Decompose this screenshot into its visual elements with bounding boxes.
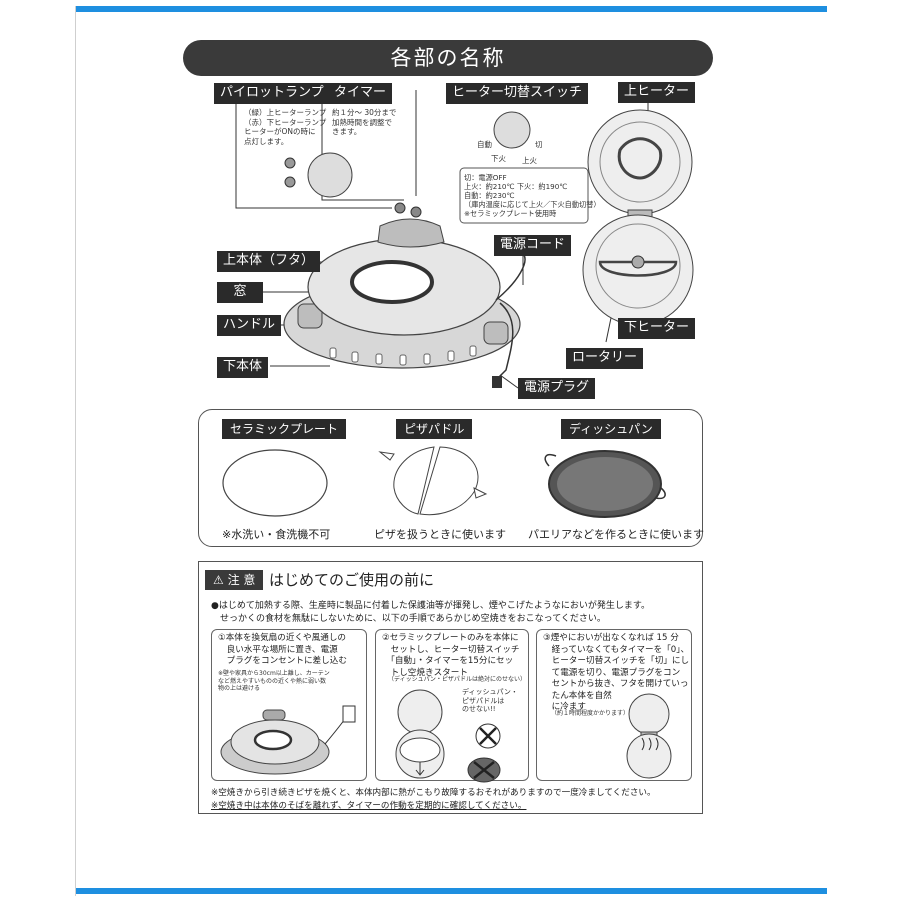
caution-footer-2: ※空焼き中は本体のそばを離れず、タイマーの作動を定期的に確認してください。 (211, 801, 527, 811)
power-cord-label: 電源コード (494, 235, 572, 256)
ceramic-plate-shape (222, 449, 328, 517)
caution-intro: ●はじめて加熱する際、生産時に製品に付着した保護油等が揮発し、煙やこげたようなに… (211, 601, 650, 624)
step-1-illustration (220, 705, 356, 775)
ceramic-plate-label: セラミックプレート (222, 419, 347, 439)
pizza-paddle-note: ピザを扱うときに使います (374, 528, 506, 541)
step-3-text: ③煙やにおいが出なくなれば 15 分 経っていなくてもタイマーを「0」、 ヒータ… (543, 633, 690, 712)
heater-switch-knob-shape (493, 111, 531, 149)
timer-note: 約１分～ 30分まで 加熱時間を調整で きます。 (332, 108, 397, 136)
step-2-illustration (395, 689, 501, 783)
pizza-paddle-label: ピザパドル (396, 419, 473, 439)
pilot-lamp-note: （緑）上ヒーターランプ （赤）下ヒーターランプ ヒーターがONの時に 点灯します… (244, 108, 327, 146)
handle-label: ハンドル (217, 315, 282, 336)
caution-badge: ⚠ 注 意 (205, 570, 264, 590)
timer-label: タイマー (328, 83, 393, 104)
lid-label: 上本体（フタ） (217, 251, 321, 272)
base-label: 下本体 (217, 357, 269, 378)
cord-shape (495, 254, 526, 379)
heater-switch-label: ヒーター切替スイッチ (446, 83, 589, 104)
pilot-lamp-label: パイロットランプ (214, 83, 330, 104)
step-3-note: （約１時間程度かかります） (551, 710, 630, 717)
step-1-text: ①本体を換気扇の近くや風通しの 良い水平な場所に置き、電源 プラグをコンセントに… (218, 633, 347, 666)
dish-pan-note: パエリアなどを作るときに使います (528, 528, 704, 541)
dial-low-label: 下火 (491, 154, 506, 163)
pizza-paddle-shape (378, 446, 479, 516)
caution-footer-1: ※空焼きから引き続きピザを焼くと、本体内部に熱がこもり故障するおそれがありますの… (211, 788, 656, 798)
dial-off-label: 切 (535, 140, 543, 149)
lower-heater-label: 下ヒーター (618, 318, 696, 339)
step-3-card: ③煙やにおいが出なくなれば 15 分 経っていなくてもタイマーを「0」、 ヒータ… (536, 629, 692, 781)
heater-switch-note: 切：電源OFF 上火：約210℃ 下火：約190℃ 自動：約230℃ （庫内温度… (464, 173, 601, 218)
step-1-card: ①本体を換気扇の近くや風通しの 良い水平な場所に置き、電源 プラグをコンセントに… (211, 629, 367, 781)
top-accent-bar (75, 6, 827, 12)
accessories-panel (198, 409, 703, 547)
step-2-note: （ディッシュパン・ピザパドルは絶対にのせない） (388, 676, 527, 683)
step-2-card: ②セラミックプレートのみを本体に セットし、ヒーター切替スイッチ 「自動」・タイ… (375, 629, 529, 783)
caution-title: はじめてのご使用の前に (269, 571, 435, 589)
power-plug-label: 電源プラグ (518, 378, 596, 399)
caution-panel: ⚠ 注 意 はじめてのご使用の前に ●はじめて加熱する際、生産時に製品に付着した… (198, 561, 703, 814)
dial-auto-label: 自動 (477, 140, 492, 149)
window-shape (350, 260, 434, 304)
bottom-accent-bar (75, 888, 827, 894)
dial-high-label: 上火 (522, 156, 537, 165)
ceramic-plate-note: ※水洗い・食洗機不可 (222, 528, 331, 541)
step-2-warning: ディッシュパン・ ピザパドルは のせない!! (462, 688, 518, 713)
step-2-text: ②セラミックプレートのみを本体に セットし、ヒーター切替スイッチ 「自動」・タイ… (382, 633, 520, 678)
step-3-illustration (626, 693, 672, 779)
step-1-note: ※壁や家具から30cm以上離し、カーテン など燃えやすいものの近くや熱に弱い数 … (218, 670, 330, 692)
page-title: 各部の名称 (183, 40, 713, 76)
left-margin-rule (75, 6, 76, 896)
upper-heater-label: 上ヒーター (618, 82, 696, 103)
rotary-label: ロータリー (566, 348, 644, 369)
dish-pan-label: ディッシュパン (561, 419, 661, 439)
window-label: 窓 (217, 282, 263, 303)
timer-dial-shape (307, 152, 353, 198)
